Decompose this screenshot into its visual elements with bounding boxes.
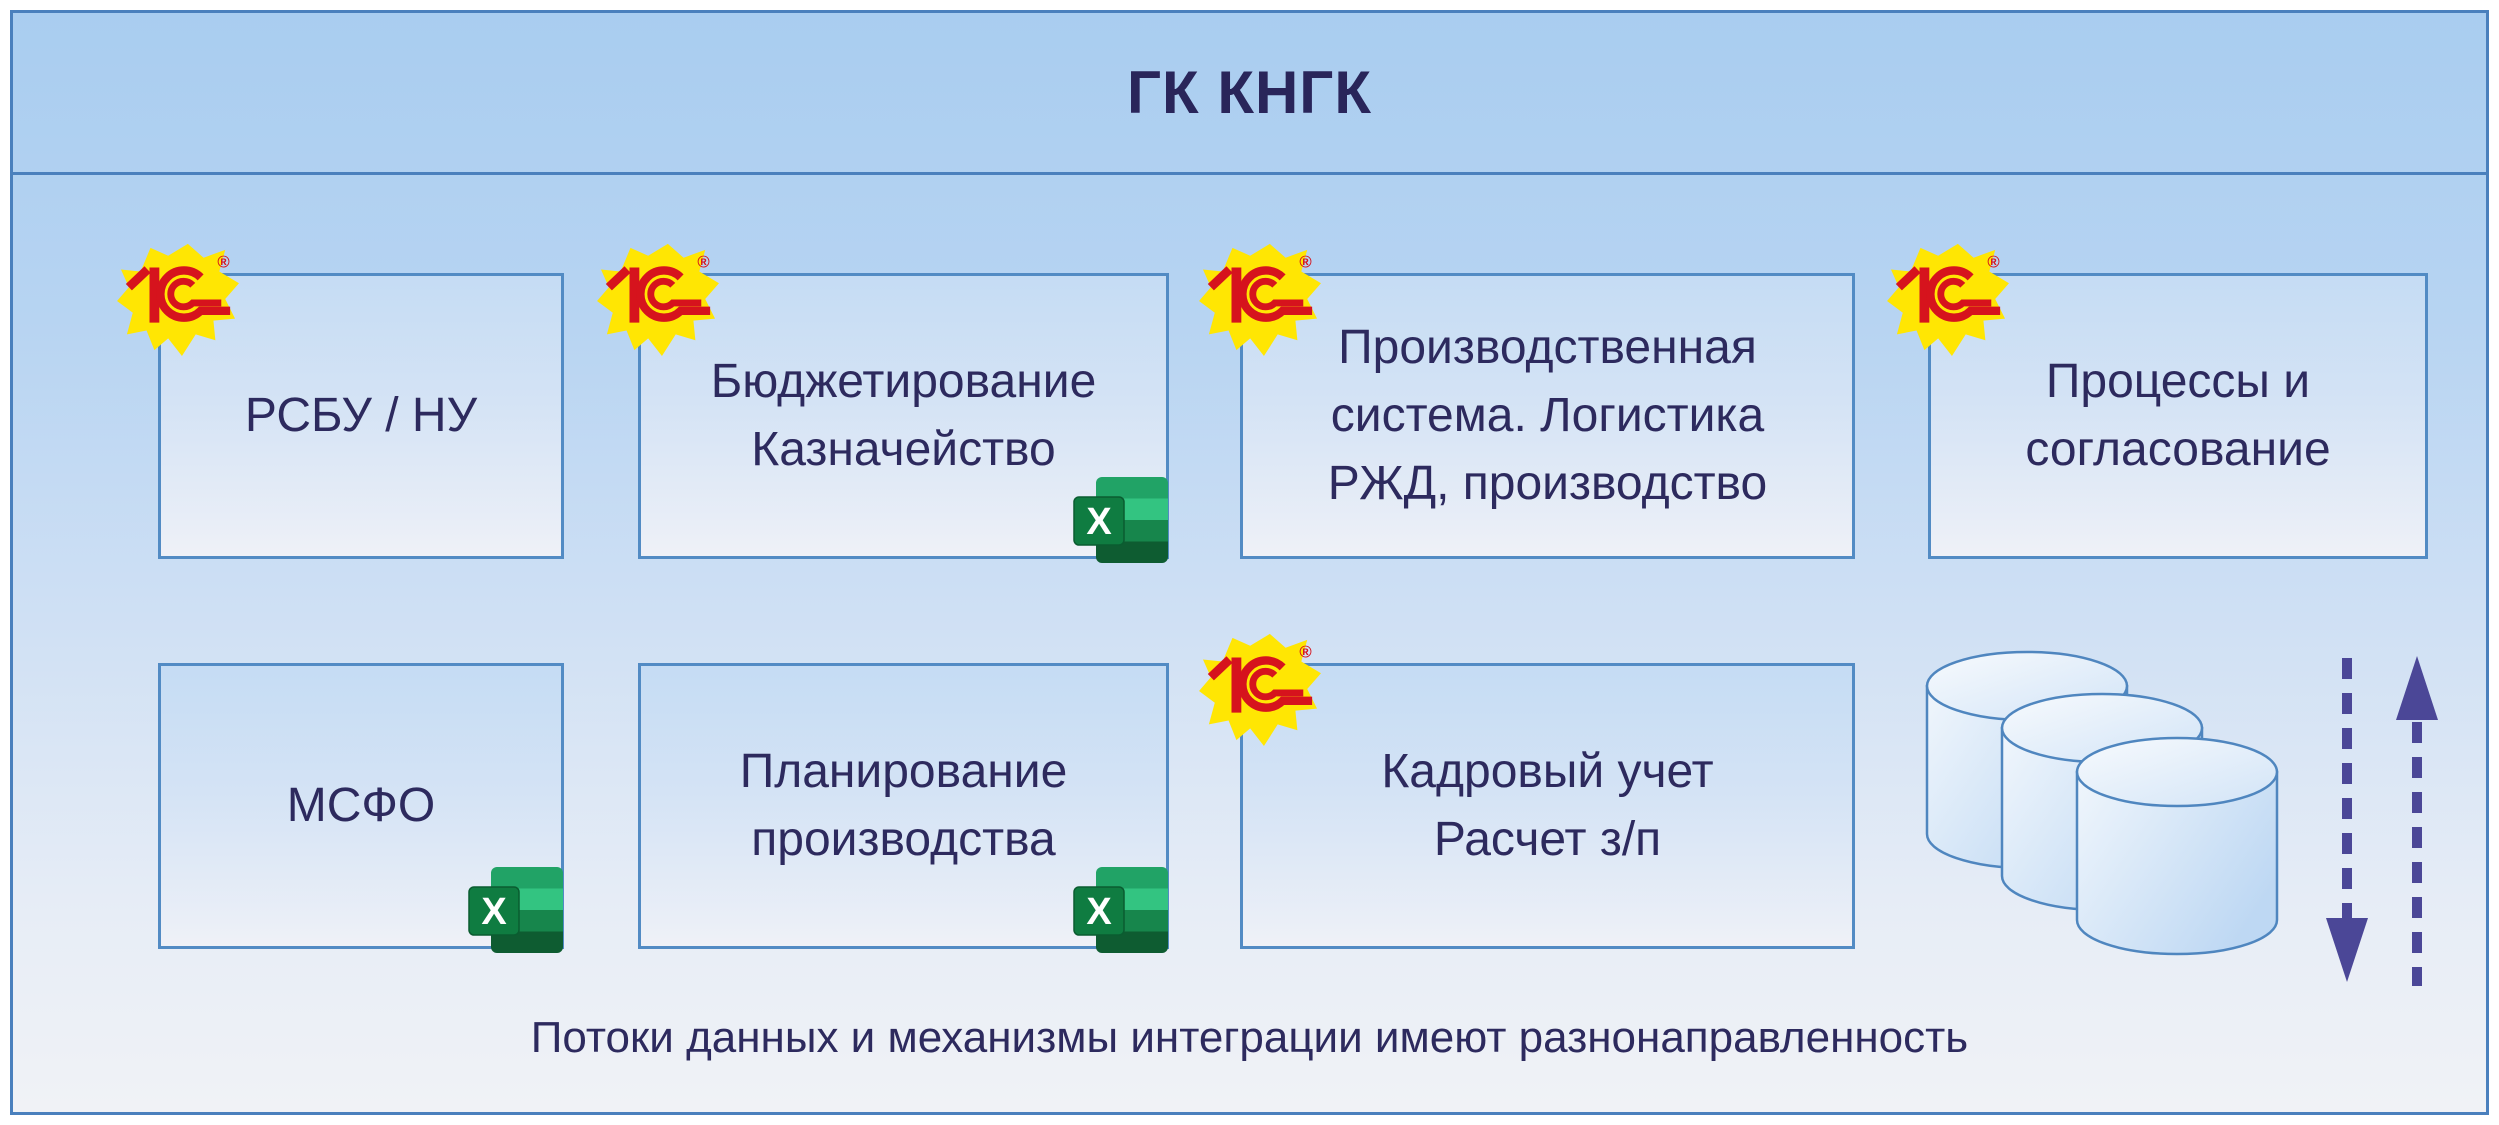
box-label: Планирование производства <box>739 744 1068 866</box>
box-label: Бюджетирование Казначейство <box>710 354 1097 476</box>
box-msfo: МСФО <box>158 663 564 949</box>
box-label: МСФО <box>286 778 436 832</box>
one-c-icon <box>1885 240 2013 358</box>
caption-text: Потоки данных и механизмы интеграции име… <box>530 1013 1969 1062</box>
box-production-planning: Планирование производства <box>638 663 1169 949</box>
excel-icon <box>1072 476 1172 566</box>
one-c-icon <box>595 240 723 358</box>
database-cylinders-icon <box>1925 650 2279 956</box>
box-processes-approval: Процессы и согласование <box>1928 273 2428 559</box>
box-label: Производственная система. Логистика РЖД,… <box>1327 320 1768 511</box>
box-rsbu-nu: РСБУ / НУ <box>158 273 564 559</box>
box-label: РСБУ / НУ <box>244 388 478 442</box>
one-c-icon <box>115 240 243 358</box>
box-hr-payroll: Кадровый учет Расчет з/п <box>1240 663 1855 949</box>
box-label: Кадровый учет Расчет з/п <box>1381 744 1714 866</box>
excel-icon <box>1072 866 1172 956</box>
data-flow-arrows <box>2326 656 2438 986</box>
data-flow-up-arrow <box>2396 656 2438 986</box>
footer-caption: Потоки данных и механизмы интеграции име… <box>13 998 2486 1078</box>
excel-icon <box>467 866 567 956</box>
data-flow-down-arrow <box>2326 658 2368 982</box>
header-band: ГК КНГК <box>13 13 2486 175</box>
one-c-icon <box>1197 630 1325 748</box>
box-budgeting-treasury: Бюджетирование Казначейство <box>638 273 1169 559</box>
page-title: ГК КНГК <box>1127 59 1372 126</box>
one-c-icon <box>1197 240 1325 358</box>
box-production-system: Производственная система. Логистика РЖД,… <box>1240 273 1855 559</box>
box-label: Процессы и согласование <box>2025 354 2331 476</box>
